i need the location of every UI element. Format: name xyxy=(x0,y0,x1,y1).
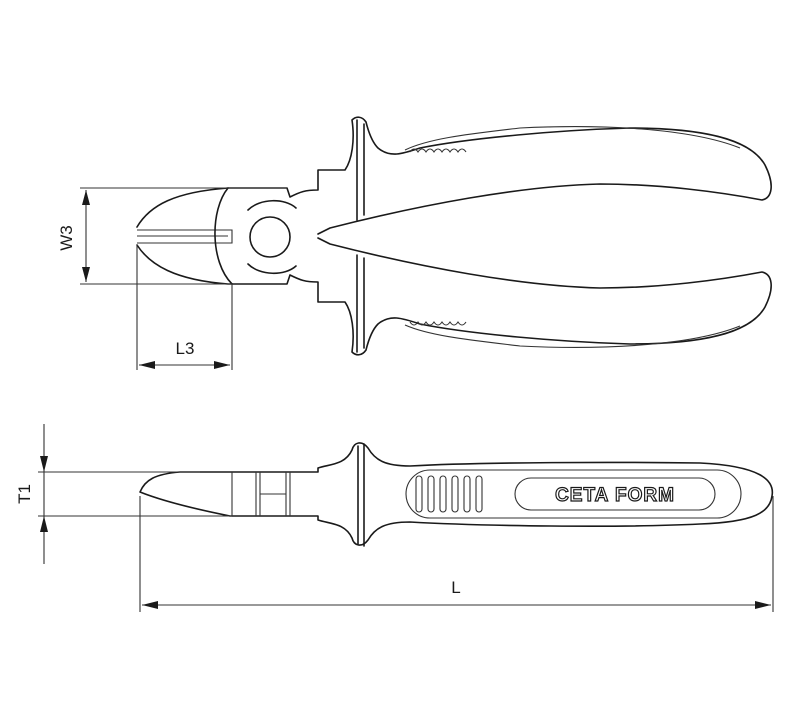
dim-t1-label: T1 xyxy=(15,484,34,504)
grip-panel xyxy=(405,469,742,519)
brand-badge xyxy=(514,477,716,511)
side-view: CETA FORM T1 L xyxy=(15,424,774,612)
grip-ribs xyxy=(415,475,483,513)
jaw-slot xyxy=(137,229,233,244)
side-outline xyxy=(139,442,774,546)
dim-l-label: L xyxy=(451,578,460,597)
top-view: W3 L3 xyxy=(57,116,772,370)
dim-w3-label: W3 xyxy=(57,225,76,251)
upper-handle-outline xyxy=(136,116,772,235)
lower-grip-insert xyxy=(404,324,741,348)
lower-handle-outline xyxy=(136,237,772,356)
brand-logo-text: CETA FORM xyxy=(555,485,675,506)
jaw-arc xyxy=(214,187,233,285)
dim-l3-label: L3 xyxy=(176,339,195,358)
upper-grip-insert xyxy=(404,126,741,151)
pivot-rivet xyxy=(249,216,291,258)
